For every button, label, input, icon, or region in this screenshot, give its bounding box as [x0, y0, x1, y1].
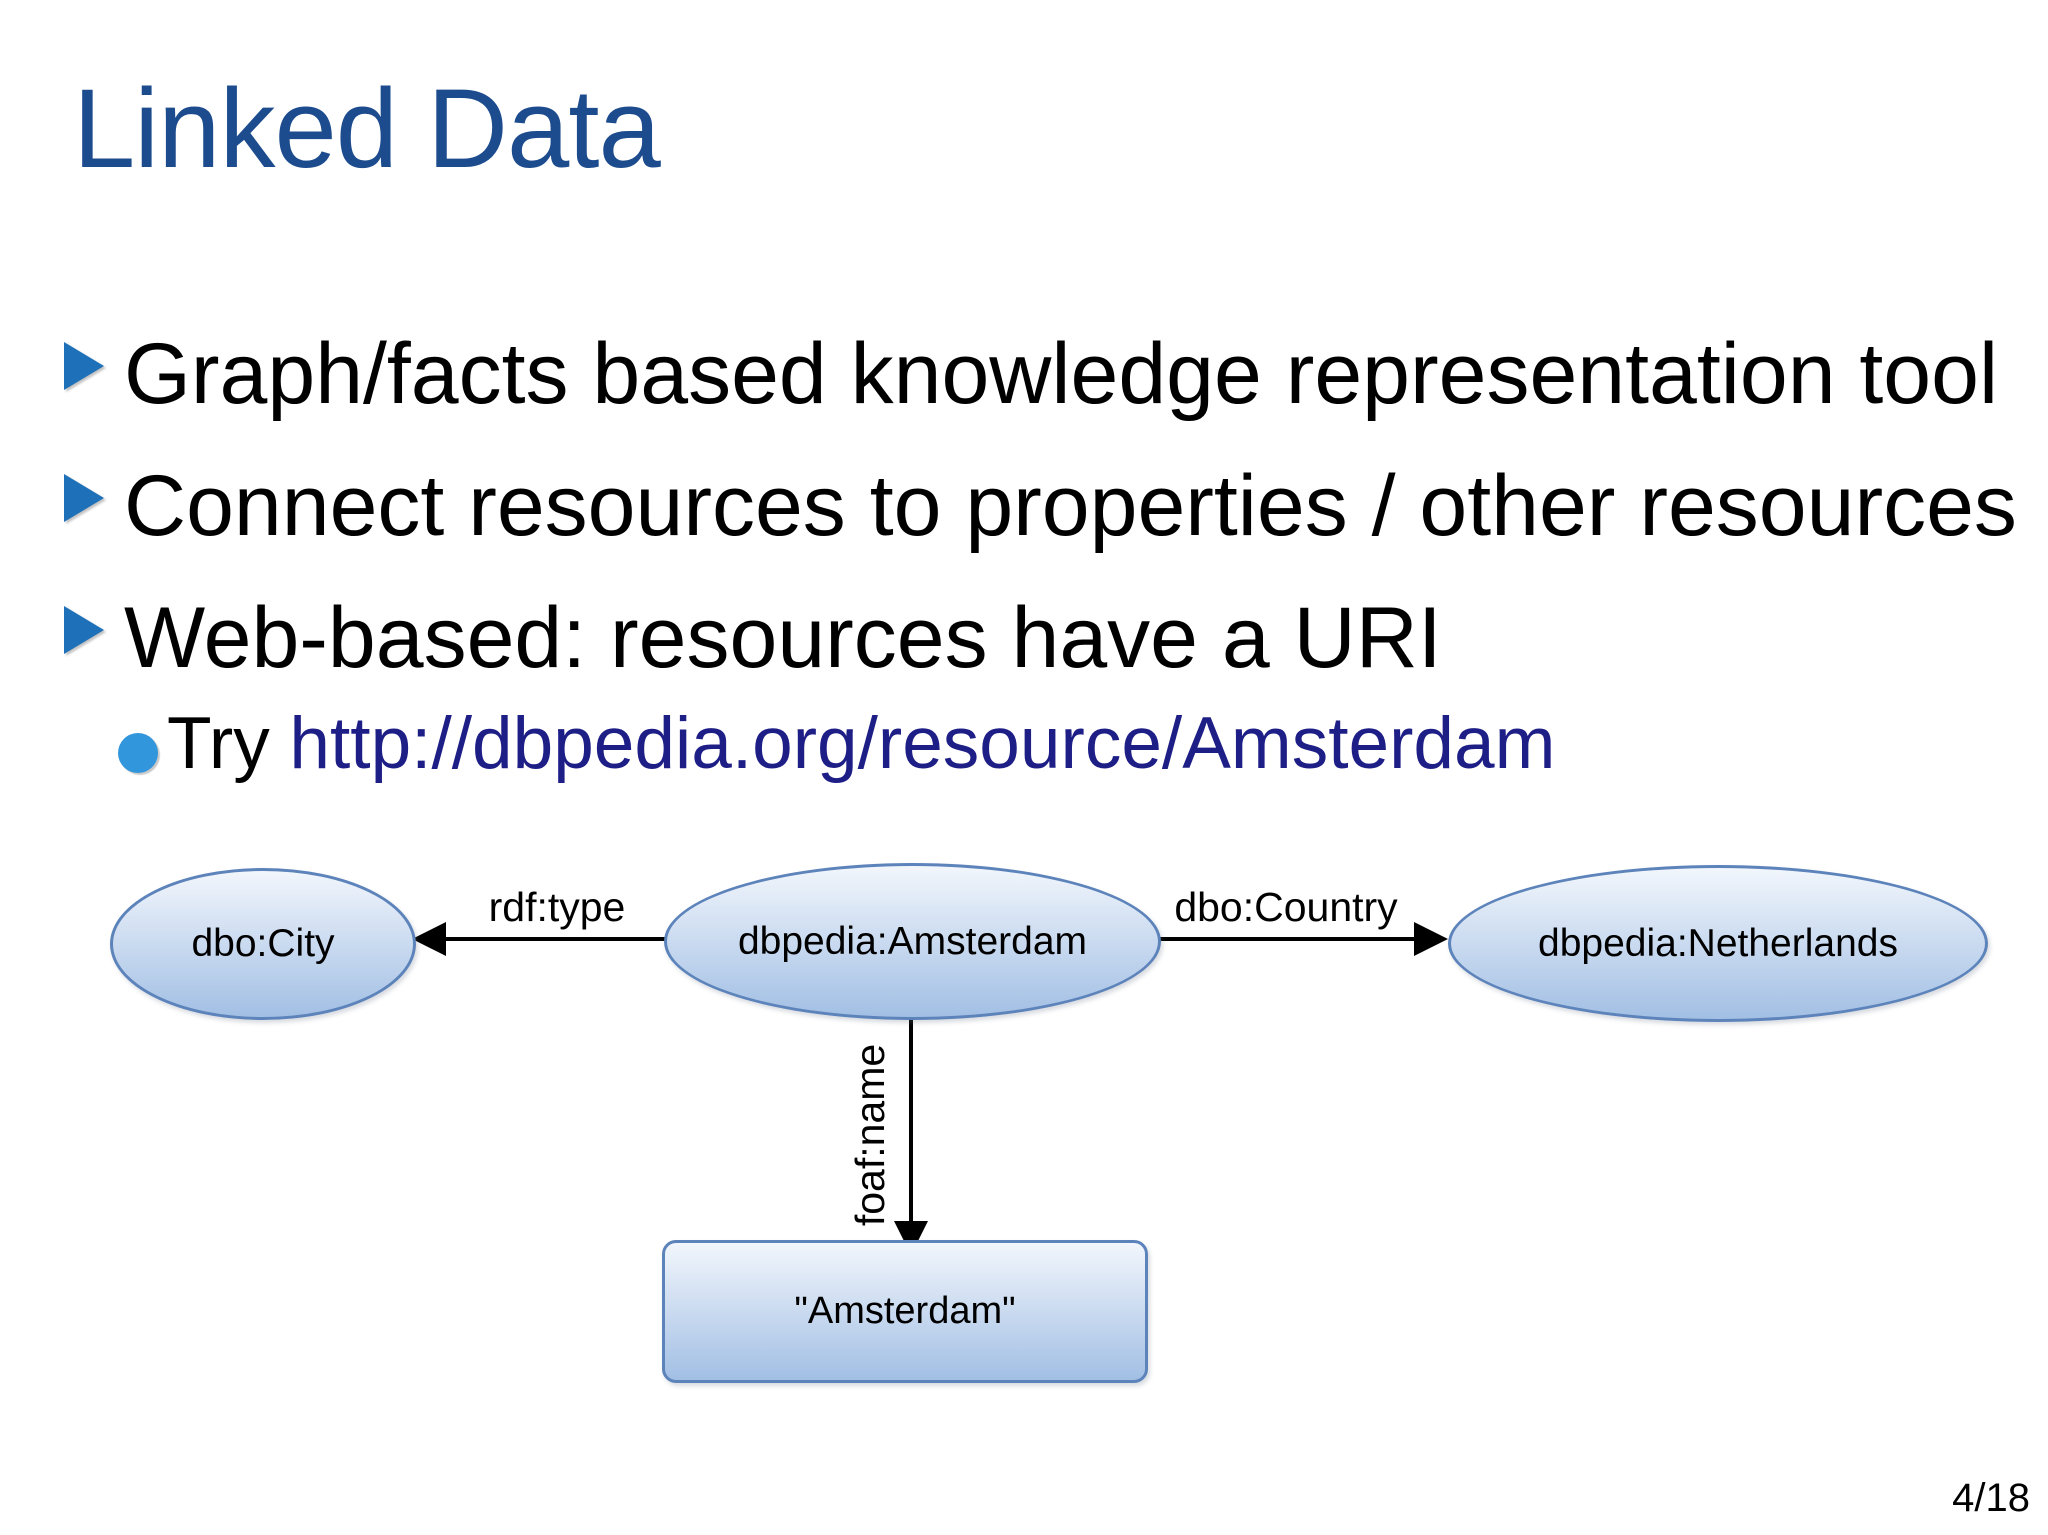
- bullet-item-2: Connect resources to properties / other …: [64, 457, 2017, 556]
- triangle-bullet-icon: [64, 474, 104, 522]
- node-dbo-city: dbo:City: [110, 868, 416, 1020]
- edge-label-rdf-type: rdf:type: [488, 884, 626, 930]
- page-title: Linked Data: [73, 66, 661, 191]
- edge-line-dbo-country: [1159, 937, 1417, 941]
- arrowhead-left-icon: [412, 922, 446, 956]
- bullet-text-1: Graph/facts based knowledge representati…: [124, 326, 1999, 422]
- triangle-bullet-icon: [64, 342, 104, 390]
- node-label: "Amsterdam": [794, 1290, 1016, 1332]
- node-label: dbpedia:Amsterdam: [737, 919, 1088, 963]
- sub-bullet-text: Try: [167, 703, 270, 784]
- sub-bullet-item: Try http://dbpedia.org/resource/Amsterda…: [118, 700, 1555, 788]
- circle-bullet-icon: [118, 733, 158, 773]
- node-dbpedia-netherlands: dbpedia:Netherlands: [1448, 865, 1988, 1022]
- page-number: 4/18: [1952, 1476, 2030, 1520]
- edge-label-foaf-name: foaf:name: [847, 1043, 893, 1227]
- node-literal-amsterdam: "Amsterdam": [662, 1240, 1148, 1383]
- bullet-text-2: Connect resources to properties / other …: [124, 458, 2017, 554]
- dbpedia-amsterdam-link[interactable]: http://dbpedia.org/resource/Amsterdam: [289, 703, 1556, 784]
- edge-line-foaf-name: [909, 1018, 913, 1222]
- bullet-text-3: Web-based: resources have a URI: [124, 590, 1442, 686]
- node-label: dbo:City: [191, 922, 335, 965]
- edge-label-dbo-country: dbo:Country: [1174, 884, 1398, 930]
- edge-line-rdf-type: [444, 937, 666, 941]
- node-dbpedia-amsterdam: dbpedia:Amsterdam: [664, 863, 1161, 1020]
- bullet-item-3: Web-based: resources have a URI: [64, 589, 2014, 688]
- arrowhead-right-icon: [1414, 922, 1448, 956]
- node-label: dbpedia:Netherlands: [1538, 921, 1898, 965]
- bullet-item-1: Graph/facts based knowledge representati…: [64, 325, 2014, 424]
- triangle-bullet-icon: [64, 606, 104, 654]
